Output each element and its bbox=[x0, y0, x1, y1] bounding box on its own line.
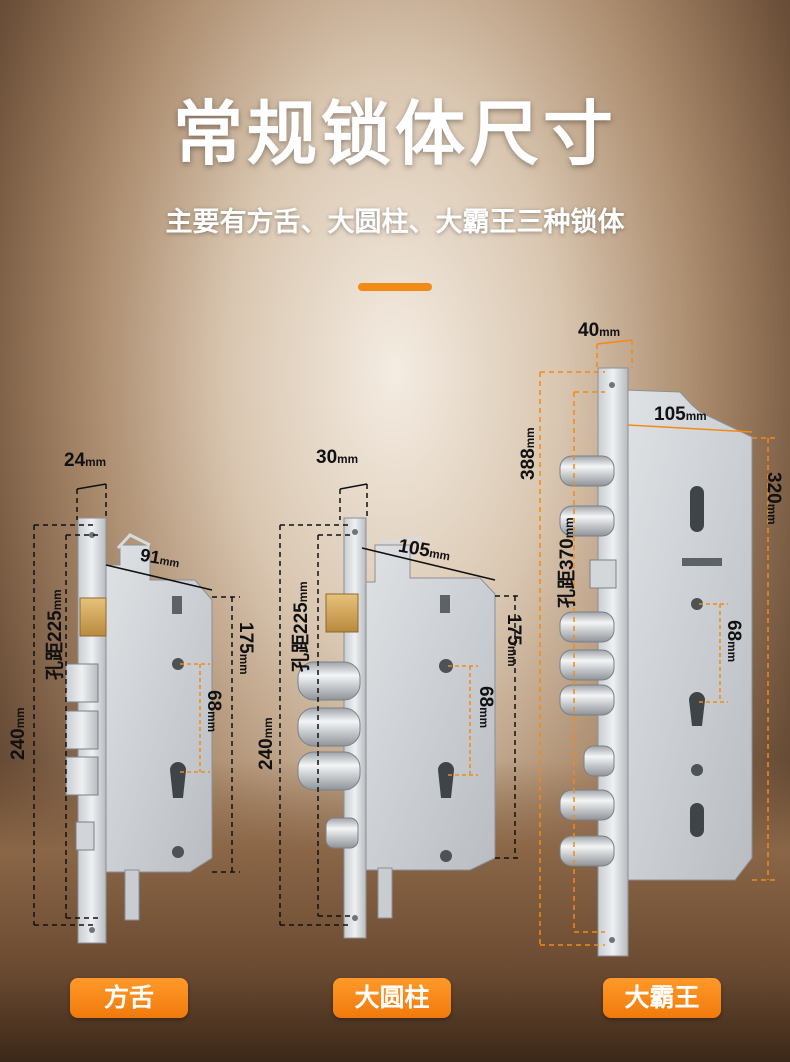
lock-square-bolt bbox=[33, 483, 240, 944]
lock3-center-distance: 68mm bbox=[723, 620, 744, 663]
lock3-body-width: 105mm bbox=[654, 404, 707, 425]
lock2-center-distance: 68mm bbox=[475, 686, 496, 729]
lock3-hole-pitch: 孔距370mm bbox=[557, 517, 578, 608]
badge-round-cylinder: 大圆柱 bbox=[333, 978, 451, 1018]
lock1-total-height: 240mm bbox=[8, 707, 29, 760]
lock2-plate-width: 30mm bbox=[316, 447, 359, 468]
lock1-hole-pitch: 孔距225mm bbox=[45, 589, 66, 680]
lock3-plate-width: 40mm bbox=[578, 320, 621, 341]
lock2-total-height: 240mm bbox=[256, 717, 277, 770]
accent-divider bbox=[358, 283, 432, 291]
lock1-body-height: 175mm bbox=[235, 622, 256, 675]
lock1-plate-width: 24mm bbox=[64, 450, 107, 471]
badge-overlord: 大霸王 bbox=[603, 978, 721, 1018]
lock3-total-height: 388mm bbox=[518, 427, 539, 480]
lock2-hole-pitch: 孔距225mm bbox=[291, 581, 312, 672]
lock2-body-height: 175mm bbox=[503, 614, 524, 667]
lock3-body-height: 320mm bbox=[763, 472, 784, 525]
lock-round-cylinder bbox=[279, 483, 522, 939]
page-subtitle: 主要有方舌、大圆柱、大霸王三种锁体 bbox=[165, 207, 625, 238]
badge-square-bolt: 方舌 bbox=[70, 978, 188, 1018]
page-title: 常规锁体尺寸 bbox=[173, 93, 617, 175]
lock-overlord bbox=[539, 339, 778, 957]
lock1-center-distance: 68mm bbox=[203, 690, 224, 733]
